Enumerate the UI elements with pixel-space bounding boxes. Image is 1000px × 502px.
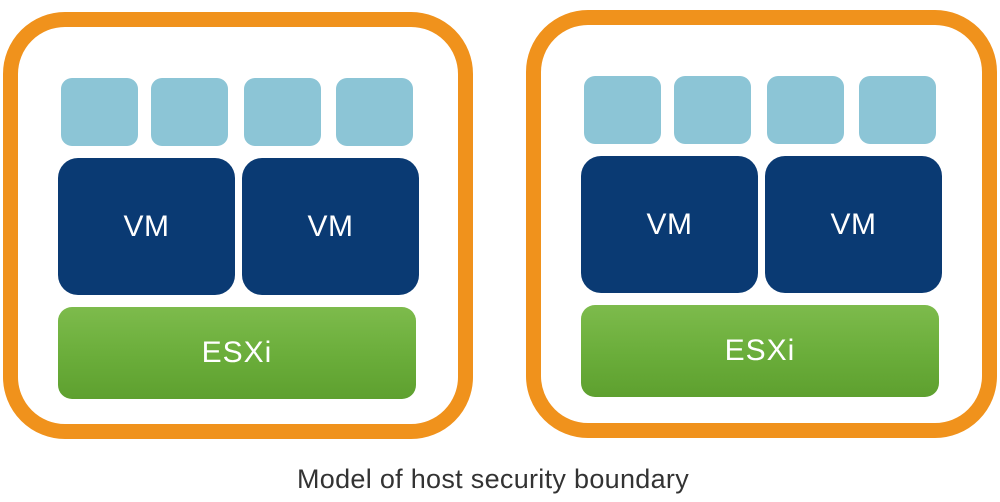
esxi-layer: ESXi (581, 305, 939, 397)
host-security-boundary-2: VM VM ESXi (526, 10, 997, 438)
vm-box: VM (242, 158, 419, 295)
workload-tile (336, 78, 413, 146)
workload-tile (244, 78, 321, 146)
host-security-boundary-1: VM VM ESXi (3, 12, 473, 439)
workload-tile (767, 76, 844, 144)
workload-tile (61, 78, 138, 146)
workload-tile (584, 76, 661, 144)
diagram-caption: Model of host security boundary (296, 464, 689, 494)
workload-tile (151, 78, 228, 146)
vm-box: VM (765, 156, 942, 293)
vm-box: VM (581, 156, 758, 293)
workload-tile (859, 76, 936, 144)
esxi-layer: ESXi (58, 307, 416, 399)
workload-tile (674, 76, 751, 144)
vm-box: VM (58, 158, 235, 295)
